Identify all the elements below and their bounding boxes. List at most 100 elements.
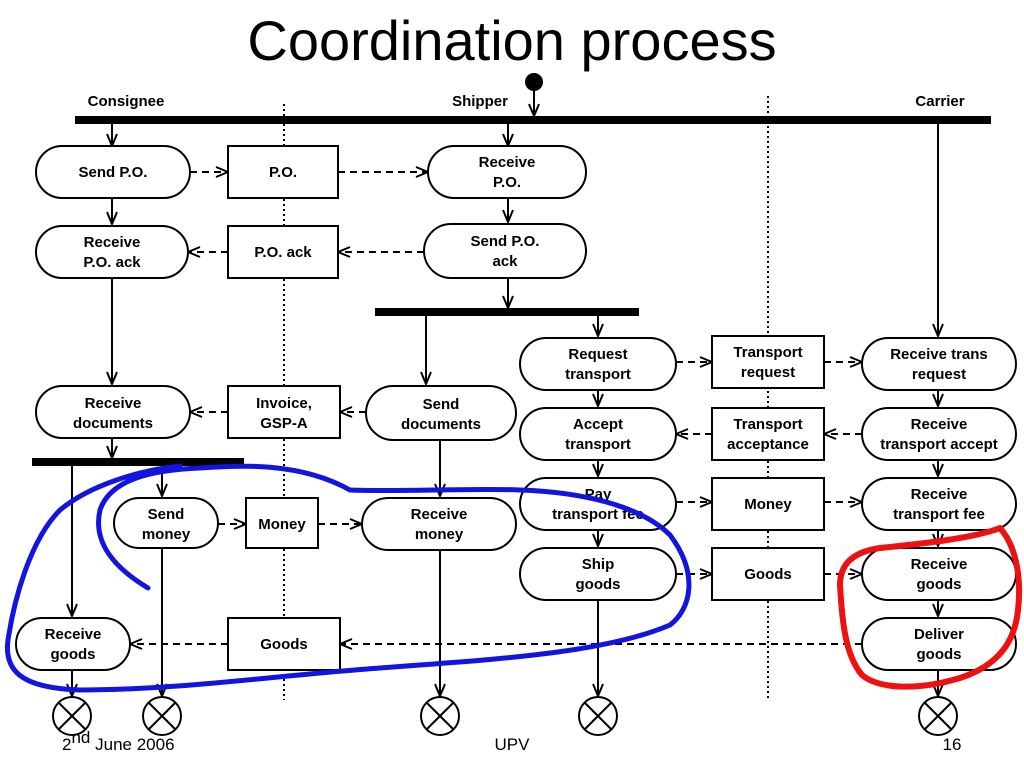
object-goods-carrier bbox=[711, 547, 825, 601]
activity-receive-goods-consignee bbox=[15, 617, 131, 671]
svg-text:P.O. ack: P.O. ack bbox=[254, 244, 312, 261]
activity-label: P.O. ack bbox=[83, 254, 141, 271]
object-label: acceptance bbox=[727, 436, 809, 453]
object-label: request bbox=[741, 364, 795, 381]
activity-receive-po bbox=[427, 145, 587, 199]
red-annotation-loop bbox=[837, 525, 1023, 690]
activity-label: transport accept bbox=[880, 436, 998, 453]
blue-annotation-loop bbox=[4, 463, 692, 693]
activity-label: Receive bbox=[479, 154, 536, 171]
object-po-ack bbox=[227, 225, 339, 279]
activity-label: Send P.O. bbox=[471, 233, 540, 250]
activity-label: goods bbox=[917, 576, 962, 593]
activity-label: Receive bbox=[411, 506, 468, 523]
start-node bbox=[525, 73, 543, 91]
activity-label: transport bbox=[565, 366, 631, 383]
lane-consignee: Consignee bbox=[88, 93, 165, 110]
object-label: Money bbox=[744, 496, 792, 513]
sync-bar bbox=[75, 116, 991, 124]
object-label: Invoice, bbox=[256, 395, 312, 412]
activity-label: request bbox=[912, 366, 966, 383]
svg-text:Money: Money bbox=[744, 496, 792, 513]
footer-page-number: 16 bbox=[943, 735, 962, 754]
activity-ship-goods bbox=[519, 547, 677, 601]
flow-final-node bbox=[52, 696, 92, 736]
activity-receive-money bbox=[361, 497, 517, 551]
svg-text:Money: Money bbox=[258, 516, 306, 533]
object-money-carrier bbox=[711, 477, 825, 531]
footer-date-rest: June 2006 bbox=[90, 735, 174, 754]
flow-final-node bbox=[420, 696, 460, 736]
activity-label: P.O. bbox=[493, 174, 521, 191]
activity-label: transport fee bbox=[552, 506, 644, 523]
activity-label: Receive bbox=[911, 556, 968, 573]
slide-title: Coordination process bbox=[247, 9, 777, 72]
activity-receive-trans-request bbox=[861, 337, 1017, 391]
activity-label: Receive bbox=[911, 486, 968, 503]
footer-date-main: 2 bbox=[62, 735, 71, 754]
object-label: Goods bbox=[744, 566, 792, 583]
object-label: P.O. bbox=[269, 164, 297, 181]
activity-label: goods bbox=[576, 576, 621, 593]
sync-bar bbox=[375, 308, 639, 316]
object-label: Transport bbox=[733, 416, 802, 433]
activity-label: Send bbox=[148, 506, 185, 523]
activity-label: Send bbox=[423, 396, 460, 413]
activity-receive-documents bbox=[35, 385, 191, 439]
object-goods-consignee bbox=[227, 617, 341, 671]
activity-receive-transport-fee bbox=[861, 477, 1017, 531]
lane-carrier: Carrier bbox=[915, 93, 964, 110]
activity-label: Ship bbox=[582, 556, 615, 573]
sync-bar bbox=[32, 458, 244, 466]
object-label: Goods bbox=[260, 636, 308, 653]
activity-send-po bbox=[35, 145, 191, 199]
activity-label: transport bbox=[565, 436, 631, 453]
object-transport-acceptance bbox=[711, 407, 825, 461]
footer-center: UPV bbox=[495, 735, 531, 754]
activity-label: goods bbox=[51, 646, 96, 663]
svg-text:Send P.O.ack: Send P.O.ack bbox=[471, 233, 540, 270]
activity-receive-po-ack bbox=[35, 225, 189, 279]
activity-label: Receive bbox=[84, 234, 141, 251]
activity-label: documents bbox=[401, 416, 481, 433]
activity-label: goods bbox=[917, 646, 962, 663]
object-po bbox=[227, 145, 339, 199]
svg-text:Goods: Goods bbox=[260, 636, 308, 653]
activity-label: Receive bbox=[45, 626, 102, 643]
activity-accept-transport bbox=[519, 407, 677, 461]
activity-label: transport fee bbox=[893, 506, 985, 523]
flow-final-node bbox=[578, 696, 618, 736]
svg-text:Invoice,GSP-A: Invoice, GSP-A bbox=[256, 395, 312, 432]
activity-label: money bbox=[142, 526, 191, 543]
flow-final-node bbox=[918, 696, 958, 736]
object-invoice-gsp bbox=[227, 385, 341, 439]
flow-final-node bbox=[142, 696, 182, 736]
object-money-consignee bbox=[245, 497, 319, 549]
activity-label: Receive trans bbox=[890, 346, 988, 363]
object-label: Transport bbox=[733, 344, 802, 361]
activity-send-money bbox=[113, 497, 219, 549]
activity-send-documents bbox=[365, 385, 517, 441]
svg-text:P.O.: P.O. bbox=[269, 164, 297, 181]
activity-send-po-ack bbox=[423, 223, 587, 279]
object-label: Money bbox=[258, 516, 306, 533]
activity-label: Send P.O. bbox=[79, 164, 148, 181]
object-label: GSP-A bbox=[260, 415, 308, 432]
footer-date: 2nd June 2006 bbox=[62, 728, 175, 754]
